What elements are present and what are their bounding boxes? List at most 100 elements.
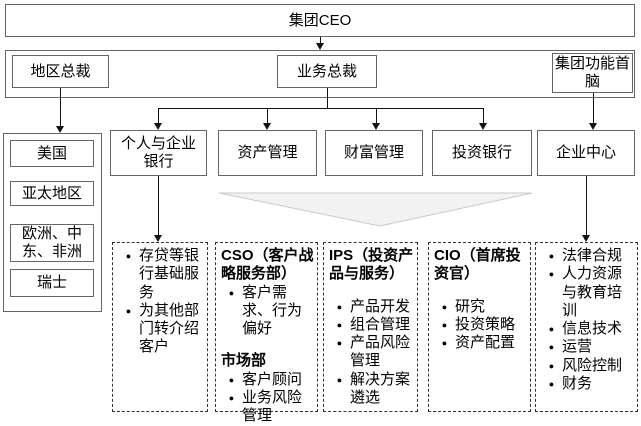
bullet-text: 存贷等银行基础服务 — [139, 247, 200, 301]
org-chart: 集团CEO 地区总裁 业务总裁 集团功能首脑 美国 亚太地区 欧洲、中东、非洲 … — [3, 4, 638, 425]
bullet-icon: ● — [125, 305, 132, 316]
arrow-down-icon — [372, 123, 380, 130]
bullet-text: 法律合规 — [562, 247, 623, 264]
bullet-text: 信息技术 — [562, 320, 623, 338]
bullet-text: 解决方案遴选 — [350, 370, 411, 407]
connector-drop-wm — [376, 108, 377, 123]
panel-cso: CSO（客户战略服务部） ● 客户需求、行为偏好 市场部 ● 客户顾问 ● 业务… — [215, 242, 318, 424]
arrow-down-icon — [154, 123, 162, 130]
list-item: ● 存贷等银行基础服务 — [118, 247, 204, 302]
bullet-icon: ● — [441, 301, 448, 312]
bullet-text: 为其他部门转介绍客户 — [139, 301, 200, 356]
panel-pcb-services: ● 存贷等银行基础服务 ● 为其他部门转介绍客户 — [112, 242, 208, 412]
bullet-icon: ● — [548, 379, 555, 390]
list-item: ● 财务 — [541, 375, 634, 393]
bullet-text: 产品开发 — [350, 297, 411, 315]
list-item: ● 资产配置 — [434, 334, 527, 352]
bullet-text: 投资策略 — [455, 315, 516, 333]
panel-corporate-center: ● 法律合规 ● 人力资源与教育培训 ● 信息技术 ● 运营 ● 风险控制 ● … — [535, 242, 638, 412]
arrow-down-icon — [479, 123, 487, 130]
node-division-corporate-center: 企业中心 — [537, 130, 635, 176]
connector-drop-am — [267, 108, 268, 123]
arrow-down-icon — [582, 235, 590, 242]
section-gap — [329, 284, 414, 298]
connector-business-branch — [158, 108, 484, 109]
bullet-icon: ● — [228, 393, 235, 404]
list-item: ● 客户顾问 — [221, 371, 314, 389]
panel-heading: CSO（客户战略服务部） — [221, 247, 314, 283]
bullet-icon: ● — [441, 319, 448, 330]
list-item: ● 风险控制 — [541, 357, 634, 375]
bullet-text: 风险控制 — [562, 356, 623, 374]
arrow-down-icon — [589, 123, 597, 130]
bullet-text: 客户需求、行为偏好 — [242, 283, 303, 338]
arrow-down-icon — [316, 43, 324, 50]
bullet-icon: ● — [336, 301, 343, 312]
arrow-down-icon — [263, 123, 271, 130]
list-item: ● 投资策略 — [434, 316, 527, 334]
node-division-asset-management: 资产管理 — [218, 130, 317, 176]
bullet-text: 组合管理 — [350, 315, 411, 333]
section-gap — [221, 338, 314, 352]
bullet-icon: ● — [548, 269, 555, 280]
bullet-text: 客户顾问 — [242, 370, 303, 388]
bullet-text: 研究 — [455, 297, 486, 315]
list-item: ● 业务风险管理 — [221, 389, 314, 426]
node-division-personal-corporate-banking: 个人与企业银行 — [110, 130, 207, 176]
list-item: ● 产品开发 — [329, 298, 414, 316]
connector-cc-panel — [586, 176, 587, 235]
node-business-president: 业务总裁 — [277, 55, 377, 88]
panel-heading: IPS（投资产品与服务） — [329, 247, 414, 283]
connector-business-stem — [327, 88, 328, 109]
bullet-icon: ● — [336, 319, 343, 330]
list-item: ● 产品风险管理 — [329, 334, 414, 371]
list-item: ● 法律合规 — [541, 247, 634, 265]
connector-regional-regions — [60, 88, 61, 126]
list-item: ● 为其他部门转介绍客户 — [118, 302, 204, 357]
bullet-text: 产品风险管理 — [350, 334, 411, 370]
panel-heading: CIO（首席投资官） — [434, 247, 521, 283]
list-item: ● 人力资源与教育培训 — [541, 265, 634, 320]
bullet-icon: ● — [336, 374, 343, 385]
bullet-text: 运营 — [562, 338, 593, 356]
funnel-triangle-icon — [218, 192, 533, 227]
list-item: ● 解决方案遴选 — [329, 371, 414, 408]
bullet-icon: ● — [548, 360, 555, 371]
arrow-down-icon — [154, 235, 162, 242]
connector-drop-ib — [483, 108, 484, 123]
panel-heading: 市场部 — [221, 352, 267, 370]
node-group-function-head: 集团功能首脑 — [552, 53, 633, 93]
node-division-wealth-management: 财富管理 — [325, 130, 423, 176]
connector-drop-pcb — [158, 108, 159, 123]
bullet-icon: ● — [548, 251, 555, 261]
list-item: ● 客户需求、行为偏好 — [221, 284, 314, 339]
bullet-text: 业务风险管理 — [242, 389, 303, 425]
connector-ceo-level2 — [320, 37, 321, 48]
list-item: ● 运营 — [541, 338, 634, 356]
bullet-text: 财务 — [562, 375, 593, 393]
connector-groupfn-cc — [593, 93, 594, 123]
bullet-text: 资产配置 — [455, 334, 516, 352]
node-regional-president: 地区总裁 — [12, 55, 109, 88]
node-region-apac: 亚太地区 — [10, 181, 94, 206]
bullet-icon: ● — [125, 251, 132, 261]
bullet-icon: ● — [548, 324, 555, 335]
arrow-down-icon — [56, 126, 64, 133]
bullet-icon: ● — [228, 374, 235, 385]
panel-cio: CIO（首席投资官） ● 研究 ● 投资策略 ● 资产配置 — [428, 242, 531, 412]
node-division-investment-bank: 投资银行 — [432, 130, 532, 176]
section-gap — [434, 284, 527, 298]
bullet-icon: ● — [336, 338, 343, 349]
bullet-icon: ● — [228, 287, 235, 298]
list-item: ● 研究 — [434, 298, 527, 316]
list-item: ● 组合管理 — [329, 316, 414, 334]
list-item: ● 信息技术 — [541, 320, 634, 338]
bullet-text: 人力资源与教育培训 — [562, 265, 623, 319]
node-region-emea: 欧洲、中东、非洲 — [10, 224, 94, 262]
node-group-ceo: 集团CEO — [5, 4, 635, 37]
node-region-switzerland: 瑞士 — [10, 269, 94, 297]
bullet-icon: ● — [441, 338, 448, 349]
panel-ips: IPS（投资产品与服务） ● 产品开发 ● 组合管理 ● 产品风险管理 ● 解决… — [323, 242, 418, 412]
connector-pcb-panel — [158, 176, 159, 235]
bullet-icon: ● — [548, 342, 555, 353]
